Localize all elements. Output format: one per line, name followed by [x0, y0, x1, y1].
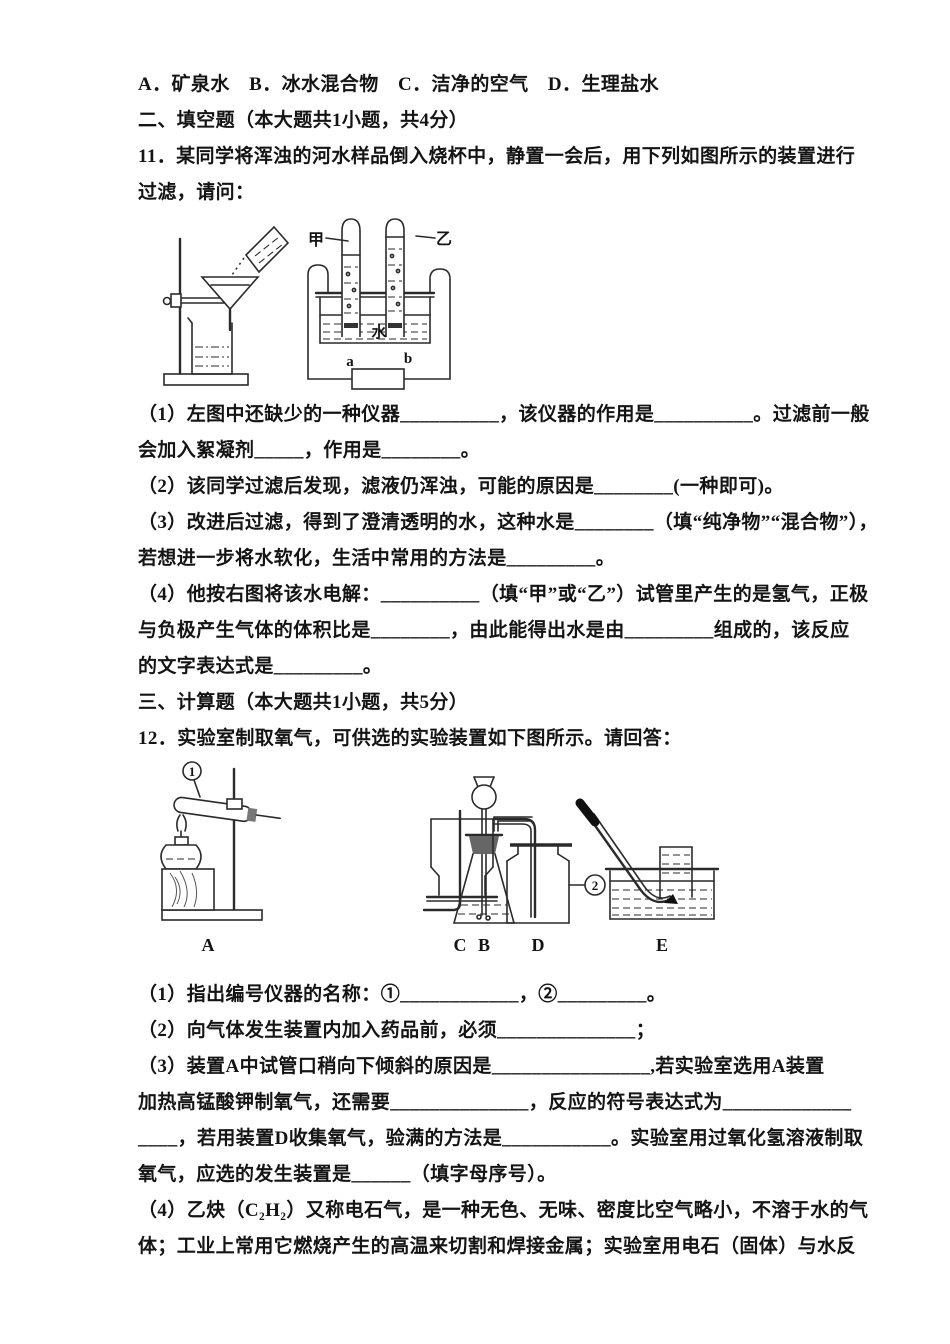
battery — [351, 368, 405, 390]
apparatus-c: C — [422, 809, 499, 955]
label-b: b — [404, 351, 412, 367]
q11-part4-line1: （4）他按右图将该水电解：__________（填“甲”或“乙”）试管里产生的是… — [138, 584, 869, 605]
filtration-electrolysis-figure: 甲 乙 水 a b — [162, 218, 452, 390]
apparatus-a: 1 — [160, 761, 281, 955]
wire-right — [401, 268, 451, 380]
label-apparatus-d: D — [532, 935, 545, 955]
gas-apparatus-figure: 1 — [160, 761, 720, 955]
alcohol-lamp — [160, 836, 202, 870]
q11-part1-line2: 会加入絮凝剂_____，作用是________。 — [138, 440, 481, 461]
q11-part2: （2）该同学过滤后发现，滤液仍浑浊，可能的原因是________(一种即可)。 — [138, 476, 784, 497]
test-tube-yi — [385, 218, 405, 337]
apparatus-e: E — [575, 798, 720, 955]
rubber-stopper — [469, 836, 499, 854]
callout-2-label: 2 — [592, 878, 599, 893]
q11-part4-line3: 的文字表达式是_________。 — [138, 656, 383, 677]
label-apparatus-c: C — [454, 935, 467, 955]
tube-tip — [664, 894, 678, 904]
label-water: 水 — [371, 323, 387, 341]
funnel — [200, 276, 260, 332]
delivery-tube-e — [587, 815, 671, 904]
callout-2-circle — [584, 874, 606, 896]
thistle-funnel-bulb — [471, 784, 497, 810]
question-11-intro-line1: 11．某同学将浑浊的河水样品倒入烧杯中，静置一会后，用下列如图所示的装置进行 — [138, 146, 856, 167]
label-yi: 乙 — [436, 231, 452, 248]
question-12-intro: 12．实验室制取氧气，可供选的实验装置如下图所示。请回答： — [138, 728, 682, 749]
collection-bottle-e — [659, 846, 693, 898]
q12-part3-line2: 加热高锰酸钾制氧气，还需要______________，反应的符号表达式为___… — [138, 1092, 852, 1113]
label-apparatus-b: B — [478, 935, 490, 955]
q12-part3-line1: （3）装置A中试管口稍向下倾斜的原因是________________,若实验室… — [138, 1056, 825, 1077]
wire-left — [307, 264, 355, 380]
question-11-figure: 甲 乙 水 a b — [0, 211, 950, 397]
clamp — [226, 798, 243, 810]
q11-part3-line1: （3）改进后过滤，得到了澄清透明的水，这种水是________（填“纯净物”“混… — [138, 512, 879, 533]
label-apparatus-a: A — [202, 935, 215, 955]
pouring-beaker — [231, 225, 290, 276]
section-fill-in-heading: 二、填空题（本大题共1小题，共4分） — [138, 110, 469, 131]
q11-part3-line2: 若想进一步将水软化，生活中常用的方法是_________。 — [138, 548, 616, 569]
q12-part2: （2）向气体发生装置内加入药品前，必须______________； — [138, 1020, 656, 1041]
test-tube-a — [173, 796, 281, 823]
section-calc-heading: 三、计算题（本大题共1小题，共5分） — [138, 692, 469, 713]
apparatus-d: 2 D — [492, 817, 606, 955]
question-11-intro-line2: 过滤，请问： — [138, 182, 255, 203]
q12-part3-line3: ____，若用装置D收集氧气，验满的方法是___________。实验室用过氧化… — [138, 1128, 864, 1149]
q11-part1-line1: （1）左图中还缺少的一种仪器__________，该仪器的作用是________… — [138, 404, 870, 425]
q12-part1: （1）指出编号仪器的名称：①____________，②_________。 — [138, 984, 667, 1005]
q11-part4-line2: 与负极产生气体的体积比是________，由此能得出水是由_________组成… — [138, 620, 850, 641]
iron-stand — [162, 237, 249, 386]
tube-handle — [575, 798, 600, 827]
q12-part3-line4: 氧气，应选的发生装置是______（填字母序号）。 — [138, 1164, 557, 1185]
q12-part4-line2: 体；工业上常用它燃烧产生的高温来切割和焊接金属；实验室用电石（固体）与水反 — [138, 1236, 856, 1257]
label-a: a — [346, 354, 354, 370]
label-jia: 甲 — [308, 231, 324, 249]
electrode-right — [388, 323, 402, 328]
yi-pointer-line — [415, 235, 436, 239]
test-tube-jia — [341, 218, 361, 337]
wood-block — [161, 868, 215, 911]
flame — [176, 814, 187, 840]
flask-body — [452, 853, 516, 924]
answer-options-line: A．矿泉水 B．冰水混合物 C．洁净的空气 D．生理盐水 — [138, 74, 660, 95]
q12-part4-line1: （4）乙炔（C₂H₂）又称电石气，是一种无色、无味、密度比空气略小，不溶于水的气 — [138, 1200, 869, 1221]
question-12-figure: 1 — [0, 757, 950, 957]
receiving-beaker — [187, 317, 233, 375]
callout-1-label: 1 — [189, 764, 196, 779]
water-trough — [314, 291, 436, 344]
electrode-left — [344, 323, 358, 328]
electrolysis-apparatus: 甲 乙 水 a b — [307, 218, 452, 390]
callout-1-circle — [182, 761, 202, 781]
jia-pointer-line — [325, 237, 349, 242]
label-apparatus-e: E — [656, 935, 668, 955]
